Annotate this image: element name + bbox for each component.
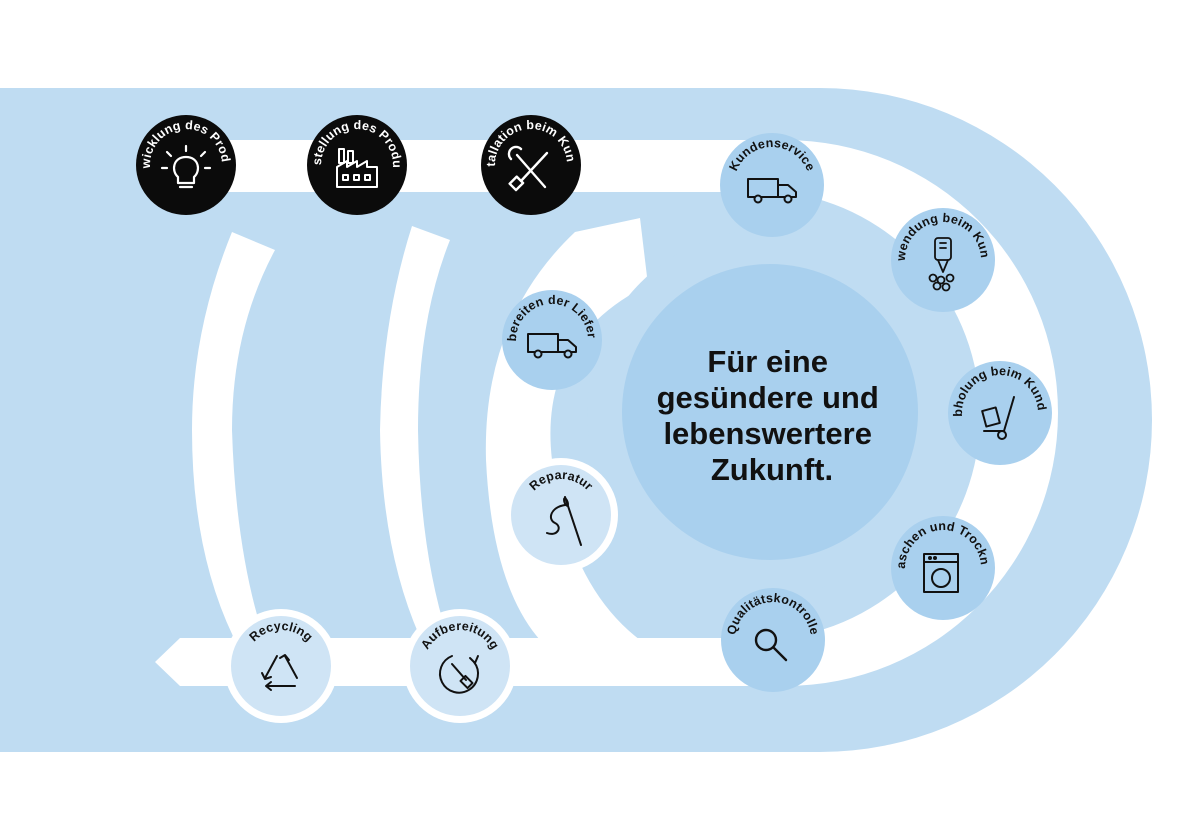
lightbulb-icon — [160, 144, 212, 189]
node-aufbereitung[interactable]: Aufbereitung — [403, 609, 517, 723]
center-line-1: Für eine — [707, 344, 828, 379]
node-circle — [502, 290, 602, 390]
refurbish-arc — [380, 226, 452, 650]
truck-icon — [527, 333, 577, 359]
screwdriver-cycle-icon — [439, 655, 479, 694]
node-waschen[interactable]: Waschen und Trocknen — [891, 516, 995, 620]
node-circle — [720, 133, 824, 237]
node-circle — [891, 516, 995, 620]
washing-nozzle-icon — [928, 237, 955, 292]
node-reparatur[interactable]: Reparatur — [504, 458, 618, 572]
factory-icon — [336, 148, 378, 188]
node-circle — [136, 115, 236, 215]
node-herstellung[interactable]: Herstellung des Produkts — [307, 115, 407, 215]
needle-thread-icon — [546, 496, 582, 546]
node-circle — [481, 115, 581, 215]
background-band — [0, 88, 1152, 752]
node-qualitaet[interactable]: Qualitätskontrolle — [721, 588, 825, 692]
node-verwendung[interactable]: Verwendung beim Kunden — [891, 208, 995, 312]
node-recycling[interactable]: Recycling — [224, 609, 338, 723]
node-vorbereiten[interactable]: Vorbereiten der Lieferung — [502, 290, 602, 390]
center-text: Für eine gesündere und lebenswertere Zuk… — [657, 344, 888, 487]
node-circle — [511, 465, 611, 565]
node-circle — [410, 616, 510, 716]
recycling-arc — [192, 232, 275, 650]
node-circle — [721, 588, 825, 692]
hand-truck-icon — [981, 396, 1015, 440]
center-circle — [622, 264, 918, 560]
center-line-4: Zukunft. — [711, 452, 833, 487]
center-line-2: gesündere und — [657, 380, 879, 415]
node-abholung[interactable]: Abholung beim Kunden — [948, 361, 1052, 465]
washing-machine-icon — [923, 553, 959, 593]
node-circle — [231, 616, 331, 716]
node-entwicklung[interactable]: Entwicklung des Produkts — [136, 115, 236, 215]
truck-icon — [747, 178, 797, 204]
recycle-icon — [261, 654, 298, 691]
magnifier-icon — [754, 628, 788, 662]
node-installation[interactable]: Installation beim Kunden — [481, 115, 581, 215]
tools-icon — [507, 145, 549, 192]
node-circle — [948, 361, 1052, 465]
node-kundenservice[interactable]: Kundenservice — [720, 133, 824, 237]
center-line-3: lebenswertere — [663, 416, 872, 451]
